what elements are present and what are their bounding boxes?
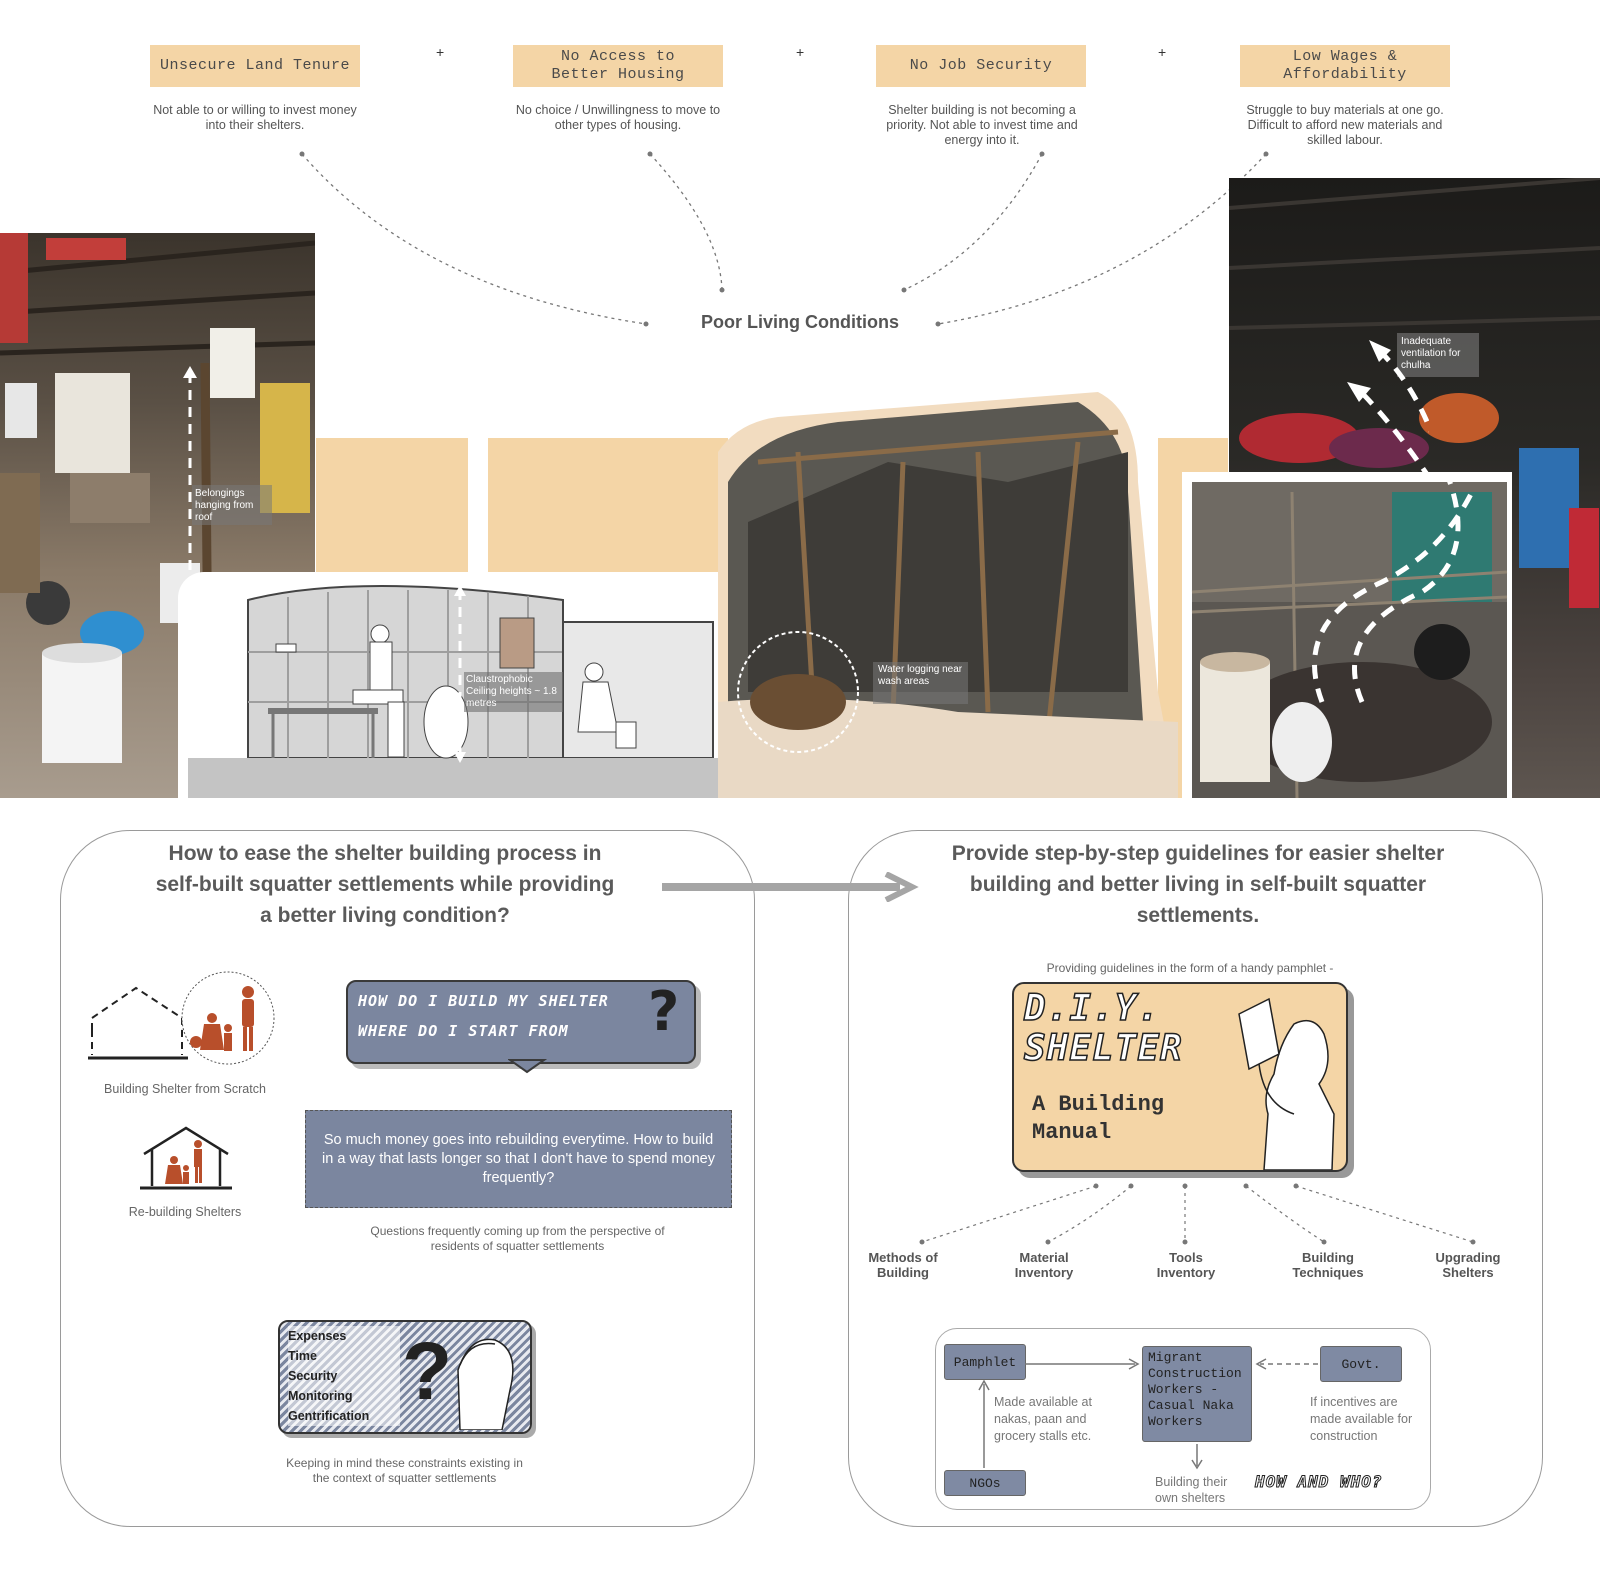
reading-woman-icon: [1238, 997, 1335, 1170]
constraint-item: Expenses: [288, 1329, 347, 1343]
cause-desc-job-security: Shelter building is not becoming a prior…: [886, 103, 1078, 147]
bubble-tail: [508, 1059, 548, 1074]
bubble-line-2: WHERE DO I START FROM: [358, 1022, 569, 1040]
constraint-item: Monitoring: [288, 1389, 353, 1403]
question-mark-icon: ?: [648, 980, 680, 1043]
money-question-box: So much money goes into rebuilding every…: [305, 1110, 732, 1208]
questions-caption: Questions frequently coming up from the …: [370, 1224, 665, 1253]
flow-workers: Migrant Construction Workers - Casual Na…: [1142, 1346, 1252, 1442]
shack-photo: Water logging near wash areas: [718, 392, 1178, 798]
how-and-who: HOW AND WHO?: [1255, 1472, 1383, 1492]
constraint-item: Security: [288, 1369, 338, 1383]
branch-connectors: [919, 1183, 1476, 1245]
manual-title-2: SHELTER: [1023, 1027, 1183, 1070]
branch-tools: Tools Inventory: [1156, 1250, 1216, 1280]
constraints-list: Expenses Time Security Monitoring Gentri…: [288, 1326, 400, 1426]
flow-govt: Govt.: [1320, 1346, 1402, 1382]
constraint-item: Time: [288, 1349, 317, 1363]
chulha-photo: [1182, 472, 1512, 798]
speech-bubble: HOW DO I BUILD MY SHELTER WHERE DO I STA…: [346, 980, 696, 1064]
note-available: Made available at nakas, paan and grocer…: [994, 1395, 1092, 1443]
cause-box-housing: No Access to Better Housing: [513, 45, 723, 87]
plus-sign: +: [796, 44, 805, 60]
manual-subtitle-2: Manual: [1032, 1120, 1112, 1145]
note-building: Building their own shelters: [1155, 1475, 1228, 1505]
family-icon: [181, 971, 275, 1065]
panel-arrow: [662, 872, 919, 902]
scratch-label: Building Shelter from Scratch: [104, 1082, 266, 1096]
note-ventilation: Inadequate ventilation for chulha: [1401, 336, 1461, 371]
manual-subtitle-1: A Building: [1032, 1092, 1165, 1117]
flow-ngos: NGOs: [944, 1470, 1026, 1496]
section-drawing-frame: Claustrophobic Ceiling heights ~ 1.8 met…: [178, 572, 746, 798]
cause-desc-wages: Struggle to buy materials at one go. Dif…: [1246, 103, 1444, 147]
rebuild-label: Re-building Shelters: [128, 1205, 242, 1219]
manual-title-1: D.I.Y.: [1023, 987, 1161, 1030]
branch-methods: Methods of Building: [868, 1250, 938, 1280]
proposal-statement: Provide step-by-step guidelines for easi…: [951, 842, 1445, 927]
cause-desc-land-tenure: Not able to or willing to invest money i…: [153, 103, 357, 132]
money-question-text: So much money goes into rebuilding every…: [322, 1131, 715, 1186]
rebuild-house-icon: [140, 1126, 232, 1190]
manual-cover: D.I.Y. SHELTER A Building Manual: [1012, 982, 1348, 1172]
note-water: Water logging near wash areas: [878, 664, 963, 687]
thinking-person-icon: [457, 1338, 514, 1430]
constraints-card: Expenses Time Security Monitoring Gentri…: [278, 1320, 532, 1434]
flow-arrows: [978, 1358, 1318, 1470]
flow-pamphlet: Pamphlet: [944, 1344, 1026, 1380]
constraint-item: Gentrification: [288, 1409, 370, 1423]
cause-box-wages: Low Wages & Affordability: [1240, 45, 1450, 87]
note-belongings: Belongings hanging from roof: [195, 488, 254, 523]
question-mark-icon: ?: [402, 1326, 453, 1417]
cause-desc-housing: No choice / Unwillingness to move to oth…: [515, 103, 721, 132]
pamphlet-caption: Providing guidelines in the form of a ha…: [1046, 961, 1334, 975]
plus-sign: +: [436, 44, 445, 60]
plus-sign: +: [1158, 44, 1167, 60]
branch-upgrading: Upgrading Shelters: [1435, 1250, 1501, 1280]
note-incentive: If incentives are made available for con…: [1310, 1395, 1413, 1443]
constraints-caption: Keeping in mind these constraints existi…: [286, 1456, 523, 1485]
ventilation-arrows: [1347, 340, 1429, 482]
branch-techniques: Building Techniques: [1292, 1250, 1364, 1280]
center-label: Poor Living Conditions: [701, 312, 899, 332]
bubble-line-1: HOW DO I BUILD MY SHELTER: [358, 992, 609, 1010]
flow-diagram: [935, 1328, 1431, 1510]
cause-box-job-security: No Job Security: [876, 45, 1086, 87]
research-question: How to ease the shelter building process…: [155, 842, 615, 927]
cause-box-land-tenure: Unsecure Land Tenure: [150, 45, 360, 87]
note-ceiling: Claustrophobic Ceiling heights ~ 1.8 met…: [464, 672, 563, 712]
branch-material: Material Inventory: [1014, 1250, 1074, 1280]
